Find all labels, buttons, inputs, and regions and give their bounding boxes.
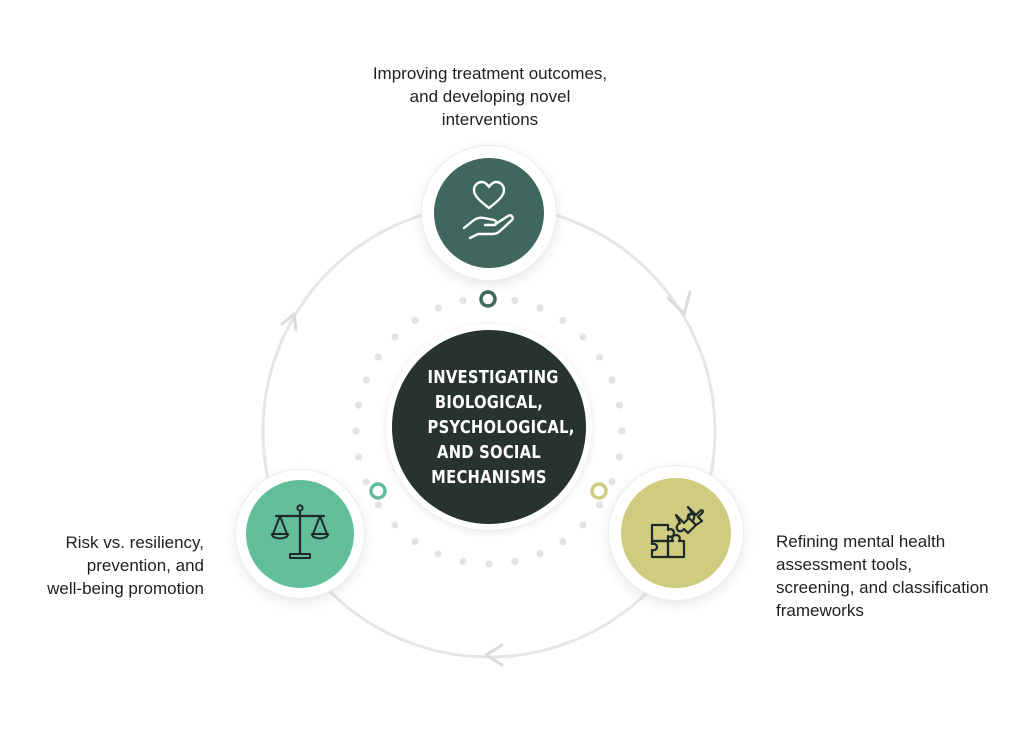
center-title-line: AND SOCIAL	[437, 441, 541, 463]
ring-dot	[596, 501, 604, 509]
balance-scale-icon	[268, 500, 332, 569]
puzzle-pieces-icon	[646, 501, 706, 566]
ring-dot	[559, 538, 567, 546]
caption-line: well-being promotion	[47, 579, 204, 598]
caption-line: prevention, and	[86, 556, 204, 575]
ring-dot	[434, 550, 442, 558]
ring-dot	[374, 353, 382, 361]
node-left	[236, 470, 364, 598]
caption-line: frameworks	[776, 601, 864, 620]
ring-dot	[362, 376, 370, 384]
ring-dot	[411, 538, 419, 546]
ring-dot	[579, 521, 587, 529]
arrow-head-bottom	[484, 643, 504, 667]
node-left-fill	[246, 480, 354, 588]
dotted-ring	[352, 294, 626, 568]
ring-dot	[459, 557, 467, 566]
ring-dot	[362, 478, 370, 486]
node-right	[609, 466, 743, 600]
caption-line: Risk vs. resiliency,	[65, 533, 204, 552]
ring-dot	[608, 376, 616, 384]
caption-line: and developing novel	[409, 87, 571, 106]
ring-dot	[596, 353, 604, 361]
node-right-fill	[621, 478, 731, 588]
node-top	[422, 146, 556, 280]
ring-dot	[536, 550, 544, 558]
center-title-line: INVESTIGATING	[427, 366, 559, 388]
caption-line: Improving treatment outcomes,	[372, 64, 608, 83]
ring-dot	[608, 478, 616, 486]
ring-dot	[391, 333, 399, 341]
ring-dot	[618, 427, 626, 435]
ring-dot	[459, 297, 467, 305]
ring-dot	[355, 401, 363, 409]
ring-dot	[485, 560, 493, 568]
caption-right: Refining mental health assessment tools,…	[776, 530, 1020, 622]
center-title-line: PSYCHOLOGICAL,	[427, 416, 575, 438]
ring-dot	[391, 521, 399, 529]
node-top-fill	[434, 158, 544, 268]
ring-dot	[355, 453, 363, 461]
ring-dot	[374, 501, 382, 509]
caption-line: screening, and classification	[776, 578, 989, 597]
ring-dot	[511, 557, 519, 566]
ring-dot	[615, 401, 624, 409]
ring-dot	[615, 453, 624, 461]
center-node-fill: INVESTIGATING BIOLOGICAL, PSYCHOLOGICAL,…	[392, 330, 586, 524]
arrow-head-right	[666, 290, 692, 316]
caption-left: Risk vs. resiliency, prevention, and wel…	[20, 531, 204, 600]
ring-dot	[511, 297, 519, 305]
ring-dot	[579, 333, 587, 341]
center-title-line: BIOLOGICAL,	[434, 391, 544, 413]
caption-line: assessment tools,	[776, 555, 913, 574]
heart-in-hand-icon	[456, 178, 522, 249]
connector-dot-top	[479, 290, 497, 308]
caption-line: Refining mental health	[776, 532, 946, 551]
ring-dot	[352, 427, 360, 435]
ring-dot	[434, 304, 442, 312]
ring-dot	[411, 316, 419, 324]
ring-dot	[536, 304, 544, 312]
caption-line: interventions	[441, 110, 539, 129]
center-title: INVESTIGATING BIOLOGICAL, PSYCHOLOGICAL,…	[427, 365, 575, 490]
center-title-line: MECHANISMS	[431, 466, 547, 488]
arrow-head-left	[280, 312, 298, 332]
connector-dot-right	[590, 482, 608, 500]
connector-dot-left	[369, 482, 387, 500]
caption-top: Improving treatment outcomes, and develo…	[330, 62, 650, 131]
center-node: INVESTIGATING BIOLOGICAL, PSYCHOLOGICAL,…	[386, 324, 592, 530]
ring-dot	[559, 316, 567, 324]
